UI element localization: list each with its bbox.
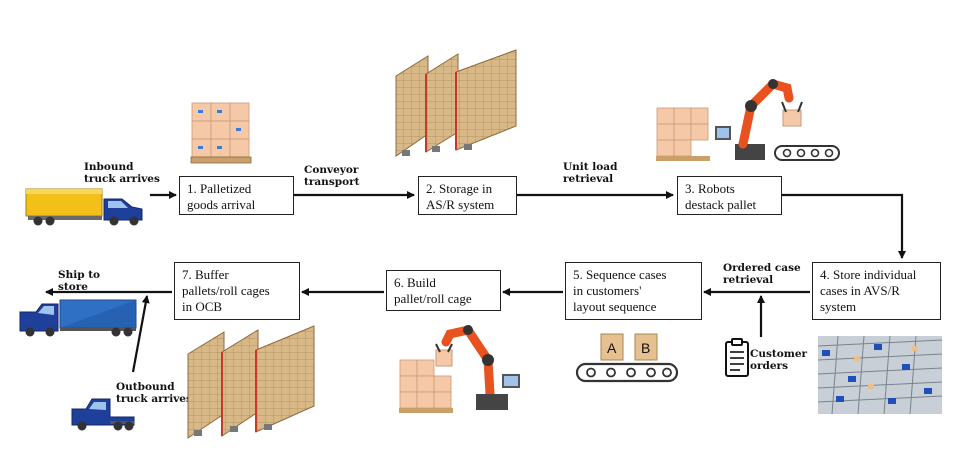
step-7-box: 7. Buffer pallets/roll cages in OCB — [174, 262, 300, 320]
label-ship: Ship to store — [58, 269, 100, 293]
palletized-goods-icon — [190, 102, 252, 164]
step-7-line1: 7. Buffer — [182, 267, 229, 282]
label-ordered-line1: Ordered case — [723, 262, 801, 274]
label-unitload-line1: Unit load — [563, 161, 618, 173]
step-1-line2: goods arrival — [187, 197, 256, 212]
label-customer: Customer orders — [750, 348, 807, 372]
step-4-box: 4. Store individual cases in AVS/R syste… — [812, 262, 941, 320]
step-1-line1: 1. Palletized — [187, 181, 252, 196]
label-inbound: Inbound truck arrives — [84, 161, 160, 185]
step-2-line1: 2. Storage in — [426, 181, 493, 196]
step-5-line1: 5. Sequence cases — [573, 267, 667, 282]
label-outbound: Outbound truck arrives — [116, 381, 192, 405]
step-3-box: 3. Robots destack pallet — [677, 176, 782, 215]
step-6-box: 6. Build pallet/roll cage — [386, 270, 501, 311]
label-conveyor: Conveyor transport — [304, 164, 359, 188]
label-conveyor-line2: transport — [304, 176, 360, 188]
arrow-step3-to-step4 — [782, 193, 906, 259]
step-5-line2: in customers' — [573, 283, 642, 298]
step-6-line2: pallet/roll cage — [394, 291, 472, 306]
step-1-box: 1. Palletized goods arrival — [179, 176, 294, 215]
label-ordered: Ordered case retrieval — [723, 262, 801, 286]
label-customer-line2: orders — [750, 360, 789, 372]
asrs-rack-icon — [395, 49, 517, 157]
step-6-line1: 6. Build — [394, 275, 436, 290]
outbound-truck-cab-icon — [71, 398, 135, 431]
label-inbound-line2: truck arrives — [84, 173, 160, 185]
label-outbound-line2: truck arrives — [116, 393, 192, 405]
step-3-line2: destack pallet — [685, 197, 757, 212]
step-4-line1: 4. Store individual — [820, 267, 917, 282]
case-b-label: B — [641, 340, 651, 356]
step-4-line3: system — [820, 299, 857, 314]
clipboard-icon — [725, 338, 749, 377]
conveyor-belt-icon — [575, 333, 679, 383]
step-2-box: 2. Storage in AS/R system — [418, 176, 517, 215]
sequence-conveyor: A B — [575, 330, 679, 384]
arrow-outbound-truck — [131, 295, 150, 373]
inbound-truck-icon — [25, 188, 143, 226]
avsr-system-icon — [818, 336, 942, 414]
step-3-line1: 3. Robots — [685, 181, 735, 196]
label-unitload-line2: retrieval — [563, 173, 614, 185]
step-4-line2: cases in AVS/R — [820, 283, 900, 298]
step-7-line2: pallets/roll cages — [182, 283, 270, 298]
label-outbound-line1: Outbound — [116, 381, 175, 393]
case-a-label: A — [607, 340, 617, 356]
label-ship-line2: store — [58, 281, 88, 293]
step-2-line2: AS/R system — [426, 197, 495, 212]
label-customer-line1: Customer — [750, 348, 808, 360]
label-ship-line1: Ship to — [58, 269, 101, 281]
build-pallet-robot-icon — [399, 324, 520, 413]
step-5-line3: layout sequence — [573, 299, 657, 314]
destack-robot-icon — [656, 78, 840, 161]
step-5-box: 5. Sequence cases in customers' layout s… — [565, 262, 702, 320]
label-ordered-line2: retrieval — [723, 274, 774, 286]
label-unitload: Unit load retrieval — [563, 161, 617, 185]
label-conveyor-line1: Conveyor — [304, 164, 359, 176]
outgoing-truck-icon — [19, 299, 137, 337]
label-inbound-line1: Inbound — [84, 161, 134, 173]
step-7-line3: in OCB — [182, 299, 223, 314]
ocb-rack-icon — [187, 325, 315, 439]
